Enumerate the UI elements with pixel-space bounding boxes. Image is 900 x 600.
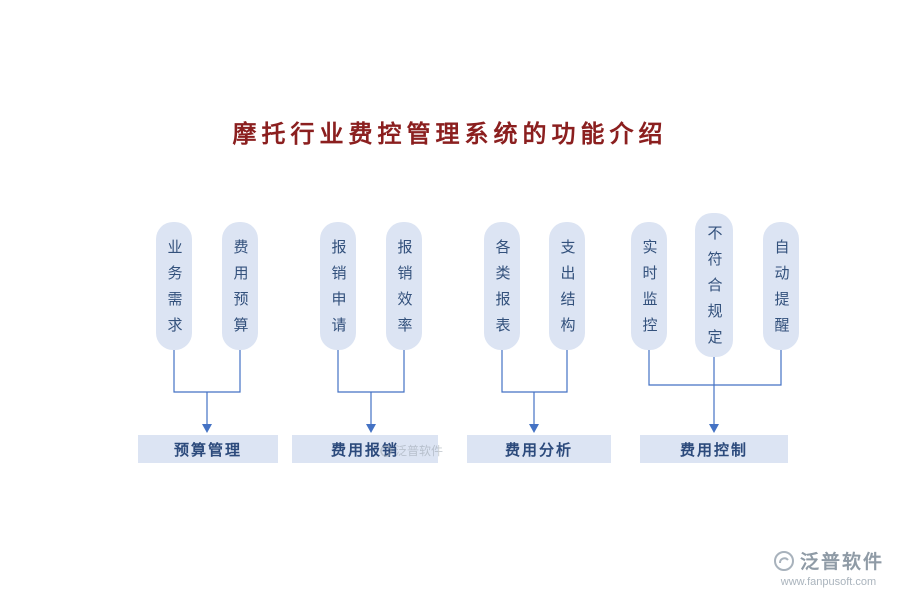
category-label: 费用报销 — [330, 442, 399, 459]
feature-box-label: 业务需求 — [165, 239, 182, 343]
page-title: 摩托行业费控管理系统的功能介绍 — [232, 122, 668, 148]
category-label: 费用控制 — [679, 442, 748, 459]
category-box-expense-reimbursement: 费用报销 — [292, 435, 438, 463]
category-label: 费用分析 — [504, 442, 573, 459]
feature-box-expense-budget: 费用预算 — [222, 222, 258, 350]
arrow-down-icon — [202, 424, 212, 433]
category-label: 预算管理 — [173, 442, 242, 459]
feature-box-label: 报销申请 — [329, 239, 346, 343]
fanpu-logo-url: www.fanpusoft.com — [780, 576, 877, 588]
feature-box-reimburse-efficiency: 报销效率 — [386, 222, 422, 350]
feature-box-reports: 各类报表 — [484, 222, 520, 350]
feature-box-label: 实时监控 — [640, 239, 657, 343]
feature-box-label: 自动提醒 — [772, 239, 789, 343]
feature-box-label: 不符合规定 — [705, 225, 722, 355]
watermark-text: 泛普软件 — [395, 444, 444, 458]
feature-box-label: 费用预算 — [231, 239, 248, 343]
fanpu-logo-icon — [773, 550, 794, 571]
arrow-down-icon — [529, 424, 539, 433]
arrow-down-icon — [709, 424, 719, 433]
fanpu-watermark-icon — [380, 444, 392, 457]
watermark: 泛普软件 — [380, 442, 443, 459]
feature-box-label: 支出结构 — [558, 239, 575, 343]
category-box-expense-control: 费用控制 — [640, 435, 788, 463]
feature-box-business-demand: 业务需求 — [156, 222, 192, 350]
feature-box-label: 各类报表 — [493, 239, 510, 343]
feature-box-reimburse-apply: 报销申请 — [320, 222, 356, 350]
feature-box-label: 报销效率 — [395, 239, 412, 343]
category-box-budget-management: 预算管理 — [138, 435, 278, 463]
category-box-expense-analysis: 费用分析 — [467, 435, 611, 463]
arrow-down-icon — [366, 424, 376, 433]
feature-box-realtime-monitor: 实时监控 — [631, 222, 667, 350]
fanpu-logo-name: 泛普软件 — [799, 552, 884, 573]
feature-box-auto-remind: 自动提醒 — [763, 222, 799, 350]
feature-box-spend-structure: 支出结构 — [549, 222, 585, 350]
fanpu-logo: 泛普软件 www.fanpusoft.com — [773, 547, 884, 588]
feature-box-noncompliance: 不符合规定 — [695, 213, 733, 357]
